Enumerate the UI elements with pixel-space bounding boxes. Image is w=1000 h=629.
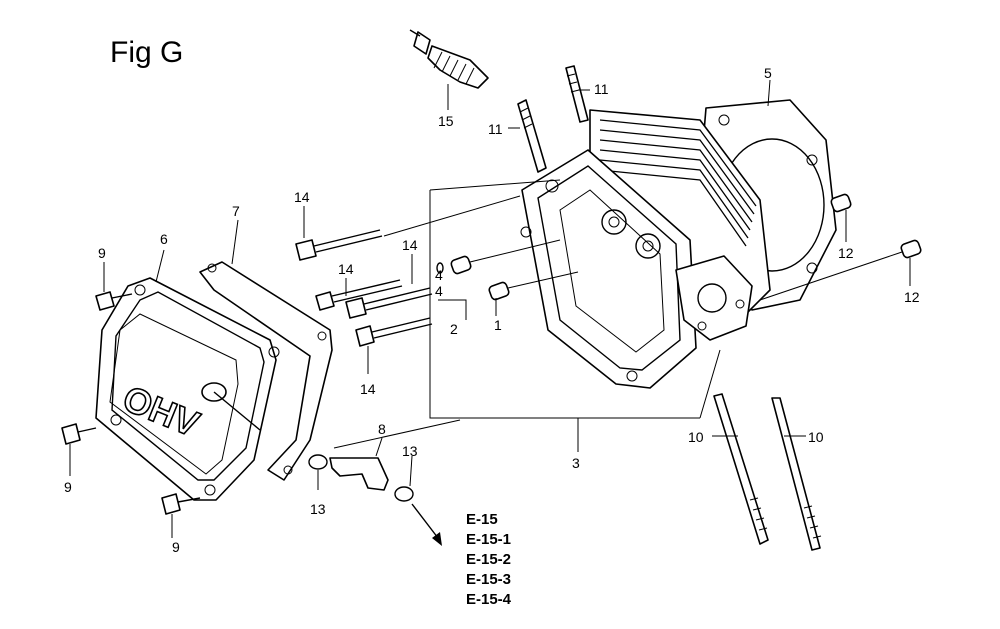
cover-bolt-middle-b [345, 287, 433, 319]
dowel-pin-lower [900, 239, 922, 259]
callout-9a: 9 [98, 245, 106, 261]
leader-8 [375, 437, 383, 457]
cover-bolt-middle-a [315, 279, 403, 311]
o-ring-4 [436, 262, 444, 274]
reference-arrow [411, 503, 442, 546]
callout-15: 15 [438, 113, 454, 129]
bracket-2 [438, 299, 467, 320]
leader-5 [767, 79, 771, 107]
callout-11b: 11 [594, 81, 609, 97]
collar-pin-1 [488, 281, 510, 301]
stud-bolt-left [517, 99, 547, 173]
cylinder-head [520, 109, 771, 389]
flange-bolt-right [771, 397, 822, 551]
callout-2: 2 [450, 321, 458, 337]
stud-bolt-right [565, 65, 589, 123]
callout-7: 7 [232, 203, 240, 219]
callout-5: 5 [764, 65, 772, 81]
rocker-cover [95, 277, 280, 501]
cover-bolt-upper [295, 229, 383, 261]
rocker-cover-gasket [199, 261, 333, 481]
callout-6: 6 [160, 231, 168, 247]
align-line-13 [333, 419, 461, 449]
align-line-2 [469, 239, 561, 263]
align-line-14 [383, 195, 521, 237]
callout-11a: 11 [488, 121, 503, 137]
callout-14c: 14 [402, 237, 418, 253]
reference-item: E-15 [466, 511, 498, 528]
callout-labels: 1 2 3 4 4 5 6 7 8 9 9 9 10 10 11 11 12 1… [64, 65, 920, 555]
callout-3: 3 [572, 455, 580, 471]
leader-7 [231, 219, 239, 265]
cover-bolt-9-left [61, 423, 97, 445]
callout-10a: 10 [688, 429, 704, 445]
callout-13b: 13 [402, 443, 418, 459]
assembly-bracket-3 [429, 179, 721, 452]
spark-plug [409, 29, 489, 89]
reference-item: E-15-1 [466, 531, 511, 548]
callout-10b: 10 [808, 429, 824, 445]
dowel-pin-upper [830, 193, 852, 213]
align-line-12 [759, 251, 903, 301]
callout-12b: 12 [904, 289, 920, 305]
reference-item: E-15-2 [466, 551, 511, 568]
hose-clamp-left [308, 454, 328, 470]
callout-12a: 12 [838, 245, 854, 261]
callout-4a: 4 [435, 283, 443, 299]
callout-14d: 14 [360, 381, 376, 397]
callout-4b: 4 [435, 267, 443, 283]
reference-list: E-15 E-15-1 E-15-2 E-15-3 E-15-4 [466, 511, 512, 608]
callout-8: 8 [378, 421, 386, 437]
callout-9c: 9 [172, 539, 180, 555]
leader-6 [155, 249, 165, 283]
cover-bolt-9-bottom [161, 493, 201, 515]
figure-title: Fig G [110, 36, 183, 69]
collar-pin-2 [450, 255, 472, 275]
callout-9b: 9 [64, 479, 72, 495]
leader-13b [409, 455, 413, 487]
flange-bolt-left [713, 393, 769, 545]
breather-tube [329, 457, 389, 491]
hose-clamp-right [394, 486, 414, 502]
callout-14b: 14 [338, 261, 354, 277]
reference-item: E-15-3 [466, 571, 511, 588]
reference-item: E-15-4 [466, 591, 512, 608]
cover-bolt-9-top [95, 291, 133, 311]
align-line-1 [507, 271, 579, 289]
callout-14a: 14 [294, 189, 310, 205]
callout-13a: 13 [310, 501, 326, 517]
callout-1: 1 [494, 317, 502, 333]
cover-bolt-lower [355, 317, 433, 347]
